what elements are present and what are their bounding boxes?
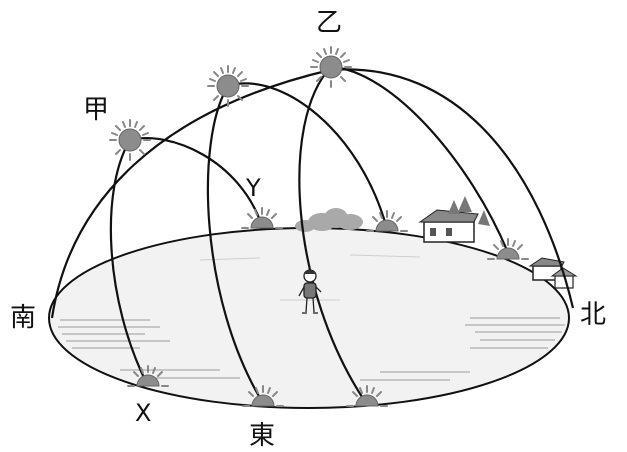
house-icon bbox=[418, 209, 479, 243]
sun-label-jia: 甲 bbox=[83, 95, 110, 125]
sun-label-yi: 乙 bbox=[316, 8, 343, 38]
sun-icon bbox=[241, 207, 283, 229]
direction-label-south: 南 bbox=[10, 303, 37, 333]
ground-plane bbox=[48, 227, 570, 409]
direction-label-north: 北 bbox=[580, 300, 607, 330]
sun-icon bbox=[310, 46, 352, 88]
tree-icon bbox=[448, 196, 490, 226]
house-icon bbox=[528, 257, 578, 289]
direction-label-east: 東 bbox=[249, 421, 276, 451]
person-icon bbox=[298, 269, 322, 314]
point-label-y: Y bbox=[246, 174, 261, 202]
sun-icon bbox=[366, 210, 408, 232]
point-label-x: X bbox=[135, 399, 152, 427]
sun-icon bbox=[109, 119, 151, 161]
sun-icon bbox=[207, 65, 249, 107]
horizon-bushes bbox=[295, 208, 363, 232]
